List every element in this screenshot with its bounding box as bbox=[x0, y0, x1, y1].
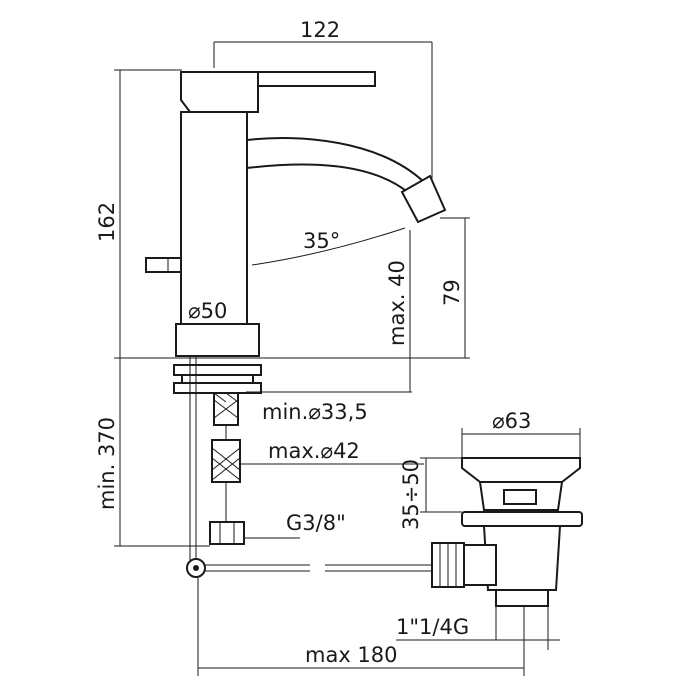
label-waste-thread: 1"1/4G bbox=[396, 615, 469, 639]
label-max-40: max. 40 bbox=[385, 260, 409, 346]
waste-cap bbox=[461, 457, 581, 483]
label-height-total: 162 bbox=[95, 202, 119, 242]
popup-waste bbox=[205, 457, 583, 607]
label-spout-height: 79 bbox=[440, 279, 464, 306]
fixing-assembly bbox=[173, 356, 262, 578]
label-waste-range: 35÷50 bbox=[399, 459, 423, 530]
label-thread: G3/8" bbox=[286, 511, 346, 535]
faucet-body bbox=[145, 71, 447, 357]
label-max-180: max 180 bbox=[305, 643, 398, 667]
aerator-tip bbox=[400, 174, 447, 224]
handle-cartridge bbox=[180, 71, 259, 113]
dimension-labels: 122 162 35° max. 40 79 ⌀50 min.⌀33,5 max… bbox=[95, 18, 531, 667]
hex-connector bbox=[209, 521, 245, 545]
dimension-lines bbox=[114, 41, 581, 676]
label-min-hole: min.⌀33,5 bbox=[262, 400, 368, 424]
label-width-top: 122 bbox=[300, 18, 340, 42]
waste-side-connector bbox=[459, 544, 497, 586]
body-column bbox=[180, 111, 248, 325]
waste-tail-pipe bbox=[495, 589, 549, 607]
label-base-diameter: ⌀50 bbox=[188, 299, 227, 323]
popup-rod-knob bbox=[145, 257, 182, 273]
base-ring bbox=[175, 323, 260, 357]
label-max-hole: max.⌀42 bbox=[268, 439, 360, 463]
label-spout-angle: 35° bbox=[303, 229, 340, 253]
label-min-370: min. 370 bbox=[95, 417, 119, 510]
label-waste-diameter: ⌀63 bbox=[492, 409, 531, 433]
washer-top bbox=[173, 364, 262, 376]
braided-hose-lower bbox=[211, 439, 241, 483]
waste-lock-nut bbox=[461, 511, 583, 527]
spout-pipe bbox=[246, 137, 427, 196]
